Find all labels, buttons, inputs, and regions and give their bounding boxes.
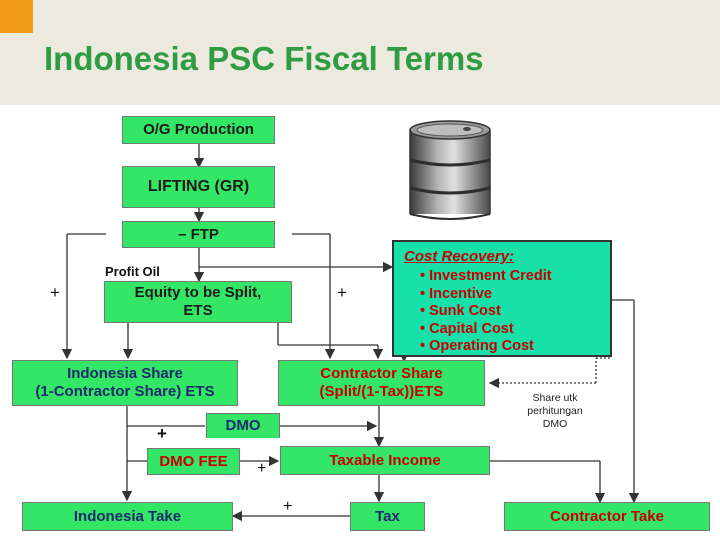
contractor-take-box: Contractor Take — [504, 502, 710, 531]
lifting-box: LIFTING (GR) — [122, 166, 275, 208]
dmo-box: DMO — [206, 413, 280, 438]
contractor-share-line2: (Split/(1-Tax))ETS — [319, 383, 444, 400]
equity-line1: Equity to be Split, — [134, 284, 262, 301]
share-note-line1: Share utk — [532, 392, 578, 404]
cost-recovery-item: Sunk Cost — [420, 303, 600, 321]
equity-to-split-box: Equity to be Split, ETS — [104, 281, 292, 323]
ftp-box: – FTP — [122, 221, 275, 248]
tax-box: Tax — [350, 502, 425, 531]
share-note-line2: perhitungan — [527, 405, 583, 417]
equity-line2: ETS — [183, 302, 213, 319]
cost-recovery-item: Capital Cost — [420, 321, 600, 339]
cost-recovery-box: Cost Recovery: Investment Credit Incenti… — [392, 240, 612, 357]
oil-barrel-icon — [407, 120, 493, 227]
accent-square — [0, 0, 33, 33]
og-production-box: O/G Production — [122, 116, 275, 144]
slide-header — [0, 0, 720, 105]
indonesia-share-line2: (1-Contractor Share) ETS — [35, 383, 215, 400]
plus-sign: + — [337, 283, 347, 302]
indonesia-share-line1: Indonesia Share — [67, 365, 183, 382]
cost-recovery-item: Operating Cost — [420, 338, 600, 356]
cost-recovery-list: Investment Credit Incentive Sunk Cost Ca… — [404, 268, 600, 356]
share-note-line3: DMO — [542, 418, 568, 430]
share-note: Share utk perhitungan DMO — [520, 392, 590, 431]
slide-title: Indonesia PSC Fiscal Terms — [44, 40, 484, 77]
contractor-share-line1: Contractor Share — [320, 365, 443, 382]
indonesia-share-box: Indonesia Share (1-Contractor Share) ETS — [12, 360, 238, 406]
contractor-share-box: Contractor Share (Split/(1-Tax))ETS — [278, 360, 485, 406]
cost-recovery-item: Incentive — [420, 286, 600, 304]
profit-oil-label: Profit Oil — [105, 264, 160, 279]
indonesia-take-box: Indonesia Take — [22, 502, 233, 531]
dmo-fee-box: DMO FEE — [147, 448, 240, 475]
plus-sign: + — [257, 460, 267, 477]
cost-recovery-item: Investment Credit — [420, 268, 600, 286]
plus-sign: + — [283, 498, 293, 515]
taxable-income-box: Taxable Income — [280, 446, 490, 475]
plus-sign: + — [50, 283, 60, 302]
plus-sign: + — [157, 424, 167, 443]
cost-recovery-title: Cost Recovery: — [404, 248, 515, 265]
